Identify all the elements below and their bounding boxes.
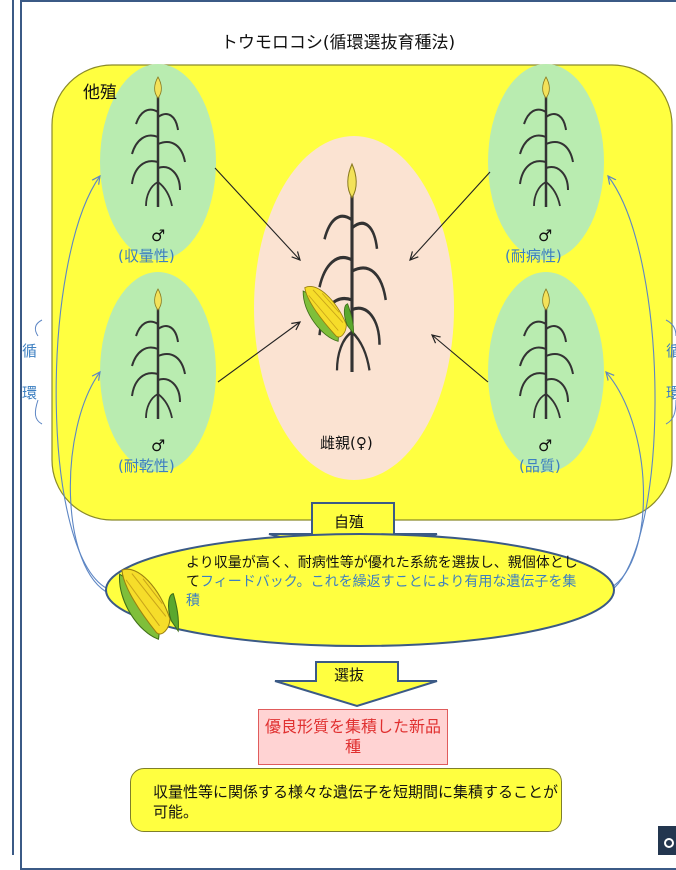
diagram-title: トウモロコシ(循環選抜育種法) xyxy=(220,33,456,53)
feedback-line-right xyxy=(605,176,656,595)
cross-arrow xyxy=(432,335,489,383)
cycle-label-left: 環 xyxy=(22,384,38,402)
selection-ellipse xyxy=(105,533,615,647)
summary-box: 収量性等に関係する様々な遺伝子を短期間に集積することが可能。 xyxy=(130,768,562,832)
block-arrow-down-icon xyxy=(274,661,438,708)
left-panel-edge xyxy=(0,0,14,855)
cycle-bracket xyxy=(34,319,43,337)
cross-arrow xyxy=(217,322,300,383)
new-variety-box: 優良形質を集積した新品種 xyxy=(258,709,448,765)
trait-label-quality: (品質) xyxy=(519,457,561,475)
outcrossing-label: 他殖 xyxy=(83,83,117,103)
male-symbol: ♂ xyxy=(151,226,166,245)
selection-desc-feedback: フィードバック。これを繰返すことにより有用な遺伝子を集積 xyxy=(186,574,577,609)
cross-arrow xyxy=(214,167,300,260)
cross-arrow xyxy=(410,171,491,260)
selfing-label: 自殖 xyxy=(334,513,365,531)
cycle-label-left: 循 xyxy=(22,342,38,360)
male-symbol: ♂ xyxy=(538,436,553,455)
feedback-line-left xyxy=(55,176,111,591)
selection-label: 選抜 xyxy=(334,666,365,684)
trait-label-yield: (収量性) xyxy=(118,247,175,265)
trait-label-drought: (耐乾性) xyxy=(118,457,175,475)
feedback-line-right xyxy=(606,372,644,591)
corner-mark-icon xyxy=(664,838,674,848)
male-symbol: ♂ xyxy=(538,226,553,245)
cycle-label-right: 循 xyxy=(666,342,676,360)
trait-label-disease: (耐病性) xyxy=(505,247,562,265)
cycle-bracket xyxy=(34,399,43,425)
feedback-line-left xyxy=(69,372,111,595)
selection-description: より収量が高く、耐病性等が優れた系統を選抜し、親個体としてフィードバック。これを… xyxy=(186,554,578,611)
cycle-label-right: 環 xyxy=(666,384,676,402)
male-symbol: ♂ xyxy=(151,436,166,455)
selection-desc-text: より収量が高く、耐病性等が優れた系統を選抜し、親個体として xyxy=(186,555,578,590)
female-parent-label: 雌親(♀) xyxy=(320,434,373,452)
